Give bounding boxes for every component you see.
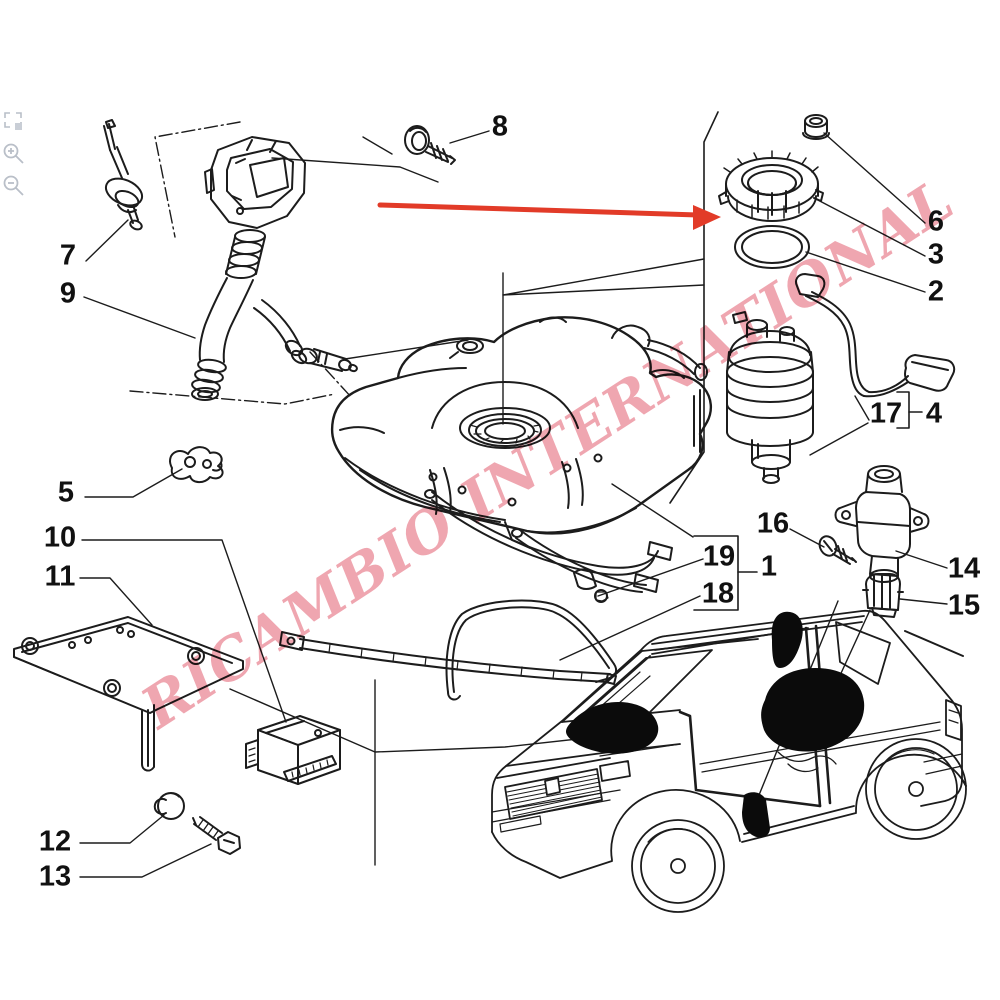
- lock-ring-drawing-3: [718, 150, 824, 222]
- leader-lines: [79, 111, 964, 878]
- cap-drawing-6: [802, 114, 830, 140]
- zoom-in-icon[interactable]: [2, 142, 26, 166]
- viewer-toolbar: [2, 110, 26, 198]
- vent-valve-drawing-7: [103, 119, 144, 231]
- relay-drawing-10: [245, 715, 341, 785]
- select-region-icon[interactable]: [2, 110, 26, 134]
- connector-drawing-15: [862, 573, 904, 618]
- car-drawing: [491, 609, 967, 913]
- seal-ring-drawing-2: [734, 225, 810, 269]
- screw-drawing-16: [818, 535, 857, 565]
- fuel-tank-drawing: [330, 316, 712, 593]
- screw-drawing-8: [404, 125, 456, 165]
- filler-cap-assembly-drawing: [191, 136, 358, 401]
- bolt-drawing-13: [192, 816, 241, 855]
- zoom-out-icon[interactable]: [2, 174, 26, 198]
- group-brackets: [693, 391, 923, 611]
- cap-nut-drawing-12: [153, 792, 185, 820]
- mounting-plate-drawing-11: [13, 616, 244, 772]
- clip-drawing-5: [169, 446, 224, 484]
- red-arrow: [377, 202, 721, 230]
- fuel-pump-drawing: [726, 273, 956, 484]
- tank-straps-drawing: [279, 568, 618, 701]
